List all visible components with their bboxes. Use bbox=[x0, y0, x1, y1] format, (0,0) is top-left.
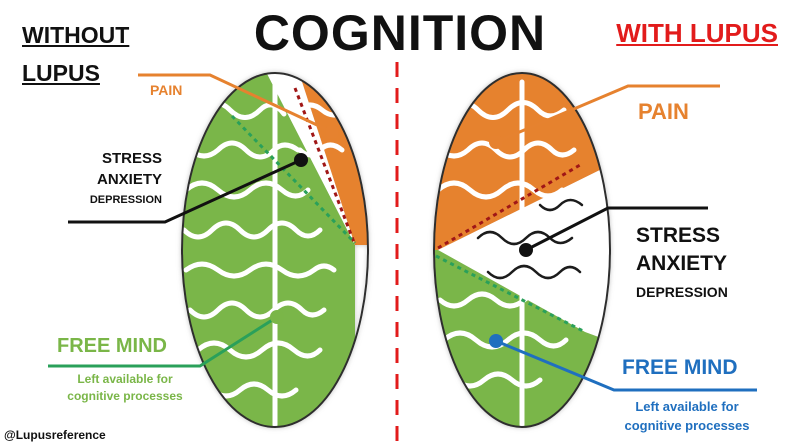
callout-dot-left-free bbox=[270, 310, 284, 324]
callout-line-right-stress bbox=[525, 206, 708, 252]
brain-right-free-boundary bbox=[435, 254, 586, 334]
label-right-free-mind: FREE MIND bbox=[622, 356, 738, 379]
label-left-stress-line1: STRESS bbox=[101, 150, 162, 167]
callout-line-right-pain bbox=[495, 84, 720, 144]
label-left-pain: PAIN bbox=[150, 82, 183, 98]
brain-right-stress-gyri bbox=[476, 198, 584, 280]
label-left-free-sub-line1: Left available for bbox=[77, 372, 173, 386]
label-left-stress: STRESS ANXIETY DEPRESSION bbox=[70, 148, 162, 211]
label-left-stress-line3: DEPRESSION bbox=[89, 194, 162, 206]
heading-without-lupus-line1: WITHOUT bbox=[22, 22, 130, 48]
callout-dot-left-stress bbox=[294, 153, 308, 167]
label-right-free-sub-line2: cognitive processes bbox=[624, 418, 750, 433]
callout-line-right-free bbox=[495, 339, 757, 392]
label-left-free-mind: FREE MIND bbox=[57, 335, 167, 357]
label-right-stress: STRESS ANXIETY DEPRESSION bbox=[636, 222, 728, 306]
heading-without-lupus: WITHOUT LUPUS bbox=[22, 16, 129, 92]
page-title: COGNITION bbox=[253, 5, 547, 61]
label-left-free-sub-line2: cognitive processes bbox=[67, 389, 183, 403]
brain-right-pain-boundary bbox=[437, 163, 581, 250]
label-right-pain: PAIN bbox=[638, 99, 689, 124]
brain-left-free-boundary bbox=[230, 114, 357, 245]
label-right-free-mind-sub: Left available for cognitive processes bbox=[612, 397, 762, 435]
heading-with-lupus: WITH LUPUS bbox=[616, 18, 778, 48]
callout-dot-left-pain bbox=[325, 125, 339, 139]
heading-without-lupus-line2: LUPUS bbox=[22, 60, 100, 86]
callout-dot-right-free bbox=[489, 334, 503, 348]
label-right-stress-line2: ANXIETY bbox=[636, 252, 728, 275]
callout-line-left-free bbox=[48, 315, 278, 368]
callout-dot-right-pain bbox=[489, 135, 503, 149]
label-right-free-sub-line1: Left available for bbox=[635, 399, 739, 414]
callout-line-left-stress bbox=[68, 158, 302, 224]
label-left-stress-line2: ANXIETY bbox=[96, 171, 162, 188]
label-right-stress-line3: DEPRESSION bbox=[636, 284, 728, 300]
credit-handle: @Lupusreference bbox=[4, 428, 106, 442]
callout-line-left-pain bbox=[138, 73, 333, 134]
callout-dot-right-stress bbox=[519, 243, 533, 257]
label-right-stress-line1: STRESS bbox=[636, 224, 721, 247]
label-left-free-mind-sub: Left available for cognitive processes bbox=[50, 371, 200, 405]
